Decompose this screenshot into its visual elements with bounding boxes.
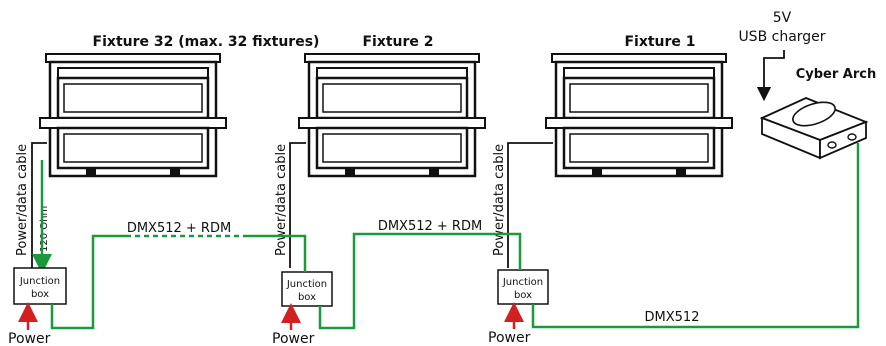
fixture-2-cable [289,142,306,268]
dmx-line-fixture-32 [50,234,126,330]
dmx-label-left: DMX512 + RDM [127,221,231,236]
charger-label-line1: 5V [773,10,792,26]
charger-arrow [756,50,785,102]
junction-box-label-line2: box [31,289,49,300]
power-label-fixture-2: Power [272,331,315,346]
junction-box-fixture-2 [281,271,333,307]
fixture-32-body [38,52,228,178]
junction-box-fixture-32 [13,267,67,305]
dmx-line-fixture-2-to-1 [318,232,522,330]
power-label-fixture-1: Power [488,330,531,346]
fixture-1-cable [507,142,553,268]
fixture-2-body [297,52,487,178]
dmx-data-lines [50,143,860,330]
fixture-1-title: Fixture 1 [624,34,695,50]
fixture-32-title: Fixture 32 (max. 32 fixtures) [93,34,320,50]
junction-box-label-line2: box [514,290,532,301]
junction-box-fixture-1 [497,269,549,305]
junction-box-label-line1: Junction [502,277,543,288]
controller-name: Cyber Arch [796,67,877,82]
dmx-label-middle: DMX512 + RDM [378,219,482,234]
junction-box-label-line2: box [298,292,316,303]
dmx-label-bottom: DMX512 [645,310,700,325]
dmx-line-fixture-1-to-controller [531,143,860,329]
dmx-line-to-fixture-2 [244,234,307,272]
terminator-label: 120 Ohm [39,206,50,252]
fixture-32-cable-label: Power/data cable [15,144,30,256]
fixture-1-cable-label: Power/data cable [492,144,507,256]
power-label-fixture-32: Power [8,331,51,346]
charger-label-line2: USB charger [738,29,825,45]
junction-box-label-line1: Junction [286,279,327,290]
controller-device [759,97,869,160]
fixture-32-cable [31,142,47,268]
fixture-1-body [544,52,734,178]
fixture-2-cable-label: Power/data cable [274,144,289,256]
junction-box-label-line1: Junction [19,276,60,287]
fixture-2-title: Fixture 2 [362,34,433,50]
